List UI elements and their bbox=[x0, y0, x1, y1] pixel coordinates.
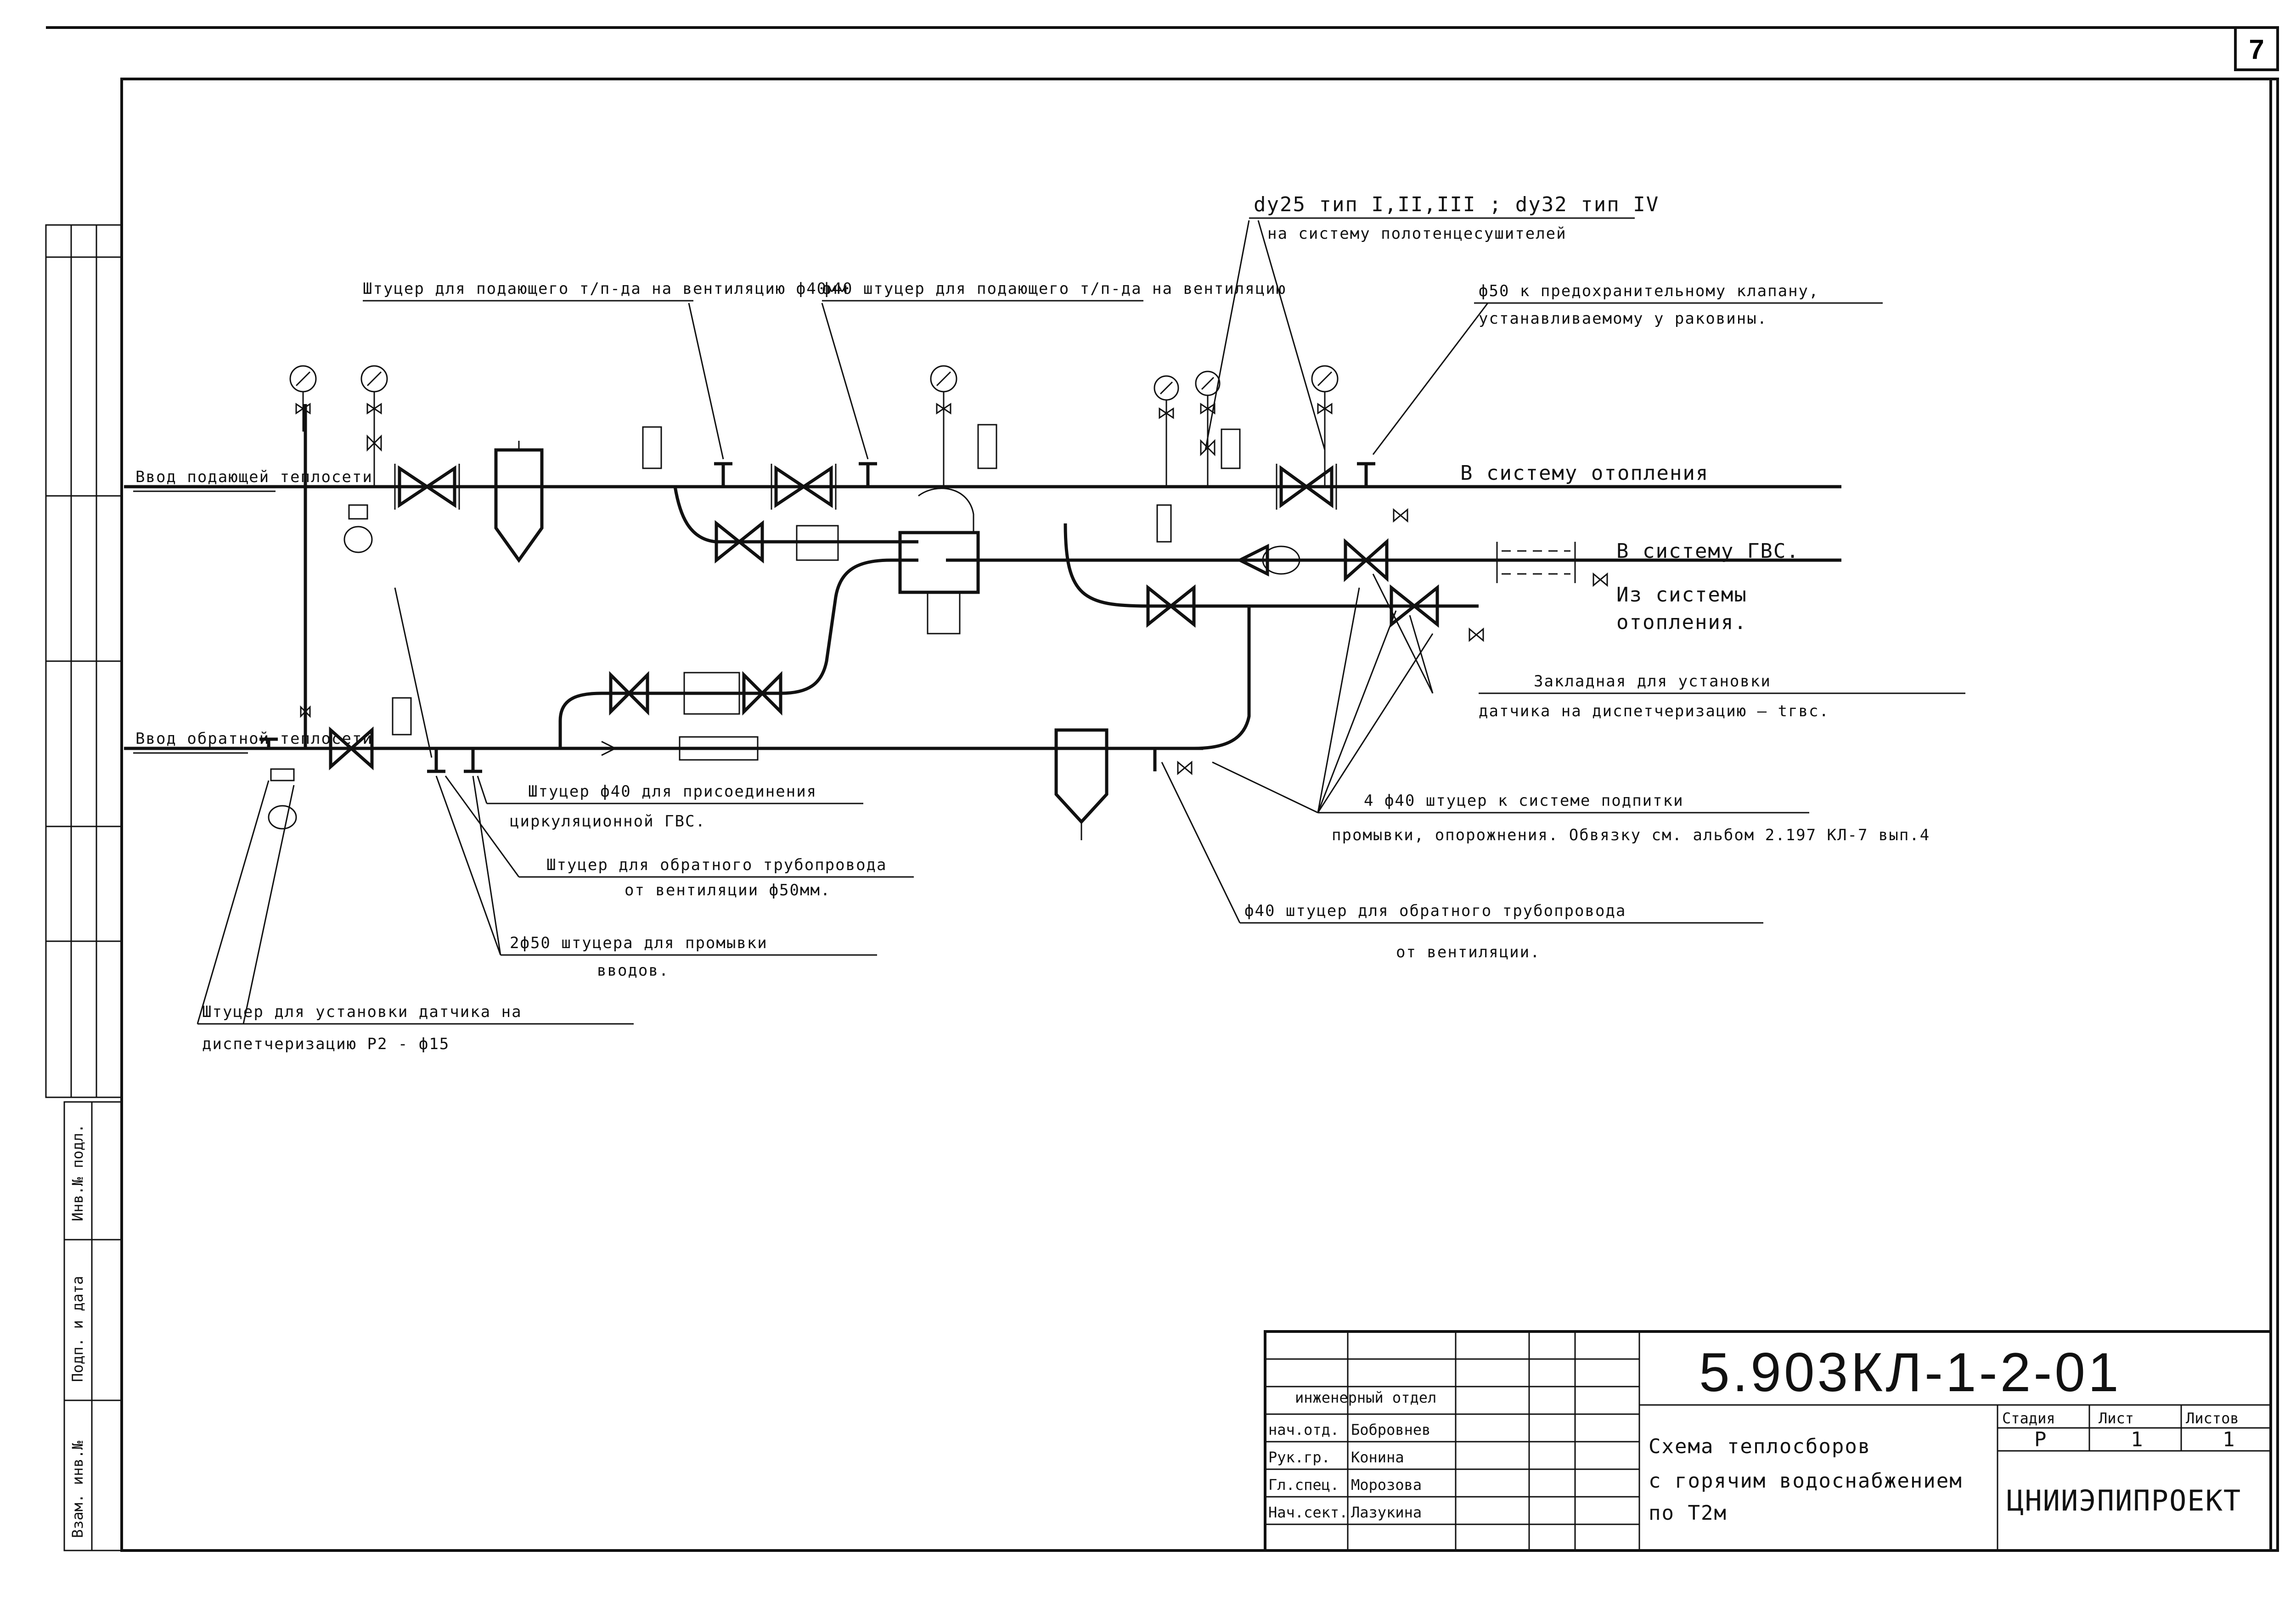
role-4: Нач.сект. bbox=[1268, 1504, 1348, 1521]
gauge-icon bbox=[360, 365, 388, 487]
gauge-icon bbox=[1154, 375, 1179, 487]
label-d40-return-vent-2: от вентиляции. bbox=[1396, 943, 1541, 961]
gauge-icon bbox=[930, 365, 957, 487]
leader-lines bbox=[197, 220, 1489, 1024]
role-1: нач.отд. bbox=[1268, 1421, 1339, 1438]
name-4: Лазукина bbox=[1351, 1504, 1422, 1521]
gate-valve-icon bbox=[609, 671, 649, 716]
role-2: Рук.гр. bbox=[1268, 1449, 1330, 1466]
label-return-vent-fitting-2: от вентиляции ф50мм. bbox=[625, 881, 831, 899]
name-1: Бобровнев bbox=[1351, 1421, 1430, 1438]
sheets-value: 1 bbox=[2223, 1428, 2236, 1451]
gauge-icon bbox=[1311, 365, 1339, 487]
label-from-heating-1: Из системы bbox=[1616, 583, 1747, 607]
label-towel-dryers-1: dу25 тип I,II,III ; dу32 тип IV bbox=[1254, 193, 1659, 216]
title-block-header: инженерный отдел bbox=[1295, 1389, 1436, 1406]
sheet-header: Лист bbox=[2099, 1410, 2134, 1427]
stage-value: Р bbox=[2034, 1428, 2048, 1451]
side-stamp-2: Подп. и дата bbox=[69, 1276, 86, 1382]
side-stamp-1: Инв.№ подл. bbox=[69, 1124, 86, 1221]
gauge-icon bbox=[289, 365, 317, 432]
drawing-frame: 7 bbox=[46, 26, 2279, 1552]
document-code: 5.903КЛ-1-2-01 bbox=[1699, 1342, 2122, 1403]
annotations: Ввод подающей теплосети Ввод обратной те… bbox=[135, 193, 1930, 1053]
gate-valve-icon bbox=[1344, 538, 1389, 582]
label-return-vent-fitting-1: Штуцер для обратного трубопровода bbox=[546, 856, 887, 874]
label-safety-valve-1: ф50 к предохранительному клапану, bbox=[1479, 282, 1819, 300]
drawing-title-2: с горячим водоснабжением bbox=[1649, 1469, 1963, 1493]
label-d40-fitting-2: промывки, опорожнения. Обвязку см. альбо… bbox=[1332, 826, 1930, 844]
gauge-icon bbox=[1195, 371, 1221, 487]
stage-header: Стадия bbox=[2002, 1410, 2055, 1427]
sheet-value: 1 bbox=[2131, 1428, 2144, 1451]
gate-valve-icon bbox=[715, 520, 764, 564]
label-flush-fittings-1: 2ф50 штуцера для промывки bbox=[510, 934, 768, 952]
label-to-hot-water: В систему ГВС. bbox=[1616, 539, 1800, 563]
label-to-heating: В систему отопления bbox=[1460, 461, 1709, 485]
organization: ЦНИИЭПИПРОЕКТ bbox=[2007, 1484, 2241, 1517]
label-d40-recirc-1: Штуцер ф40 для присоединения bbox=[528, 782, 817, 801]
title-block: инженерный отдел нач.отд. Рук.гр. Гл.спе… bbox=[1264, 1330, 2272, 1552]
label-d40-supply-vent: ф40 штуцер для подающего т/п-да на венти… bbox=[822, 280, 1286, 298]
gate-valve-icon bbox=[1146, 584, 1196, 628]
label-towel-dryers-2: на систему полотенцесушителей bbox=[1267, 225, 1567, 243]
gate-valve-icon bbox=[1276, 464, 1337, 510]
sheets-header: Листов bbox=[2186, 1410, 2239, 1427]
label-flush-fittings-2: вводов. bbox=[597, 961, 669, 980]
name-3: Морозова bbox=[1351, 1476, 1422, 1494]
mud-collectors bbox=[259, 424, 1576, 840]
side-stamp-3: Взам. инв.№ bbox=[69, 1440, 86, 1538]
sheet-number: 7 bbox=[2249, 34, 2264, 65]
gate-valve-icon bbox=[771, 464, 837, 510]
label-sensor-mount-2: датчика на диспетчеризацию – tгвс. bbox=[1479, 702, 1829, 720]
label-p2-sensor-2: диспетчеризацию P2 - ф15 bbox=[202, 1035, 450, 1053]
label-supply-vent-fitting: Штуцер для подающего т/п-да на вентиляци… bbox=[363, 280, 848, 298]
name-2: Конина bbox=[1351, 1449, 1404, 1466]
label-from-heating-2: отопления. bbox=[1616, 611, 1747, 634]
gate-valve-icon bbox=[742, 671, 782, 716]
side-stamp: Инв.№ подл. Подп. и дата Взам. инв.№ bbox=[45, 224, 123, 1551]
label-d40-recirc-2: циркуляционной ГВС. bbox=[510, 812, 706, 831]
role-3: Гл.спец. bbox=[1268, 1476, 1339, 1494]
label-return-input: Ввод обратной теплосети bbox=[135, 730, 373, 748]
label-d40-return-vent-1: ф40 штуцер для обратного трубопровода bbox=[1244, 902, 1626, 920]
drawing-title-3: по Т2м bbox=[1649, 1501, 1727, 1525]
return-pipeline bbox=[124, 404, 1203, 750]
label-d40-fitting-1: 4 ф40 штуцер к системе подпитки bbox=[1364, 792, 1684, 810]
pressure-gauges bbox=[289, 365, 1339, 487]
label-supply-input: Ввод подающей теплосети bbox=[135, 468, 373, 486]
valves bbox=[300, 464, 1608, 775]
label-p2-sensor-1: Штуцер для установки датчика на bbox=[202, 1003, 522, 1021]
gate-valve-icon bbox=[394, 464, 460, 510]
drawing-title-1: Схема теплосборов bbox=[1649, 1435, 1871, 1458]
label-safety-valve-2: устанавливаемому у раковины. bbox=[1479, 309, 1767, 328]
label-underlines bbox=[133, 217, 1965, 1025]
label-sensor-mount-1: Закладная для установки bbox=[1534, 672, 1771, 691]
gate-valve-icon bbox=[329, 726, 374, 770]
